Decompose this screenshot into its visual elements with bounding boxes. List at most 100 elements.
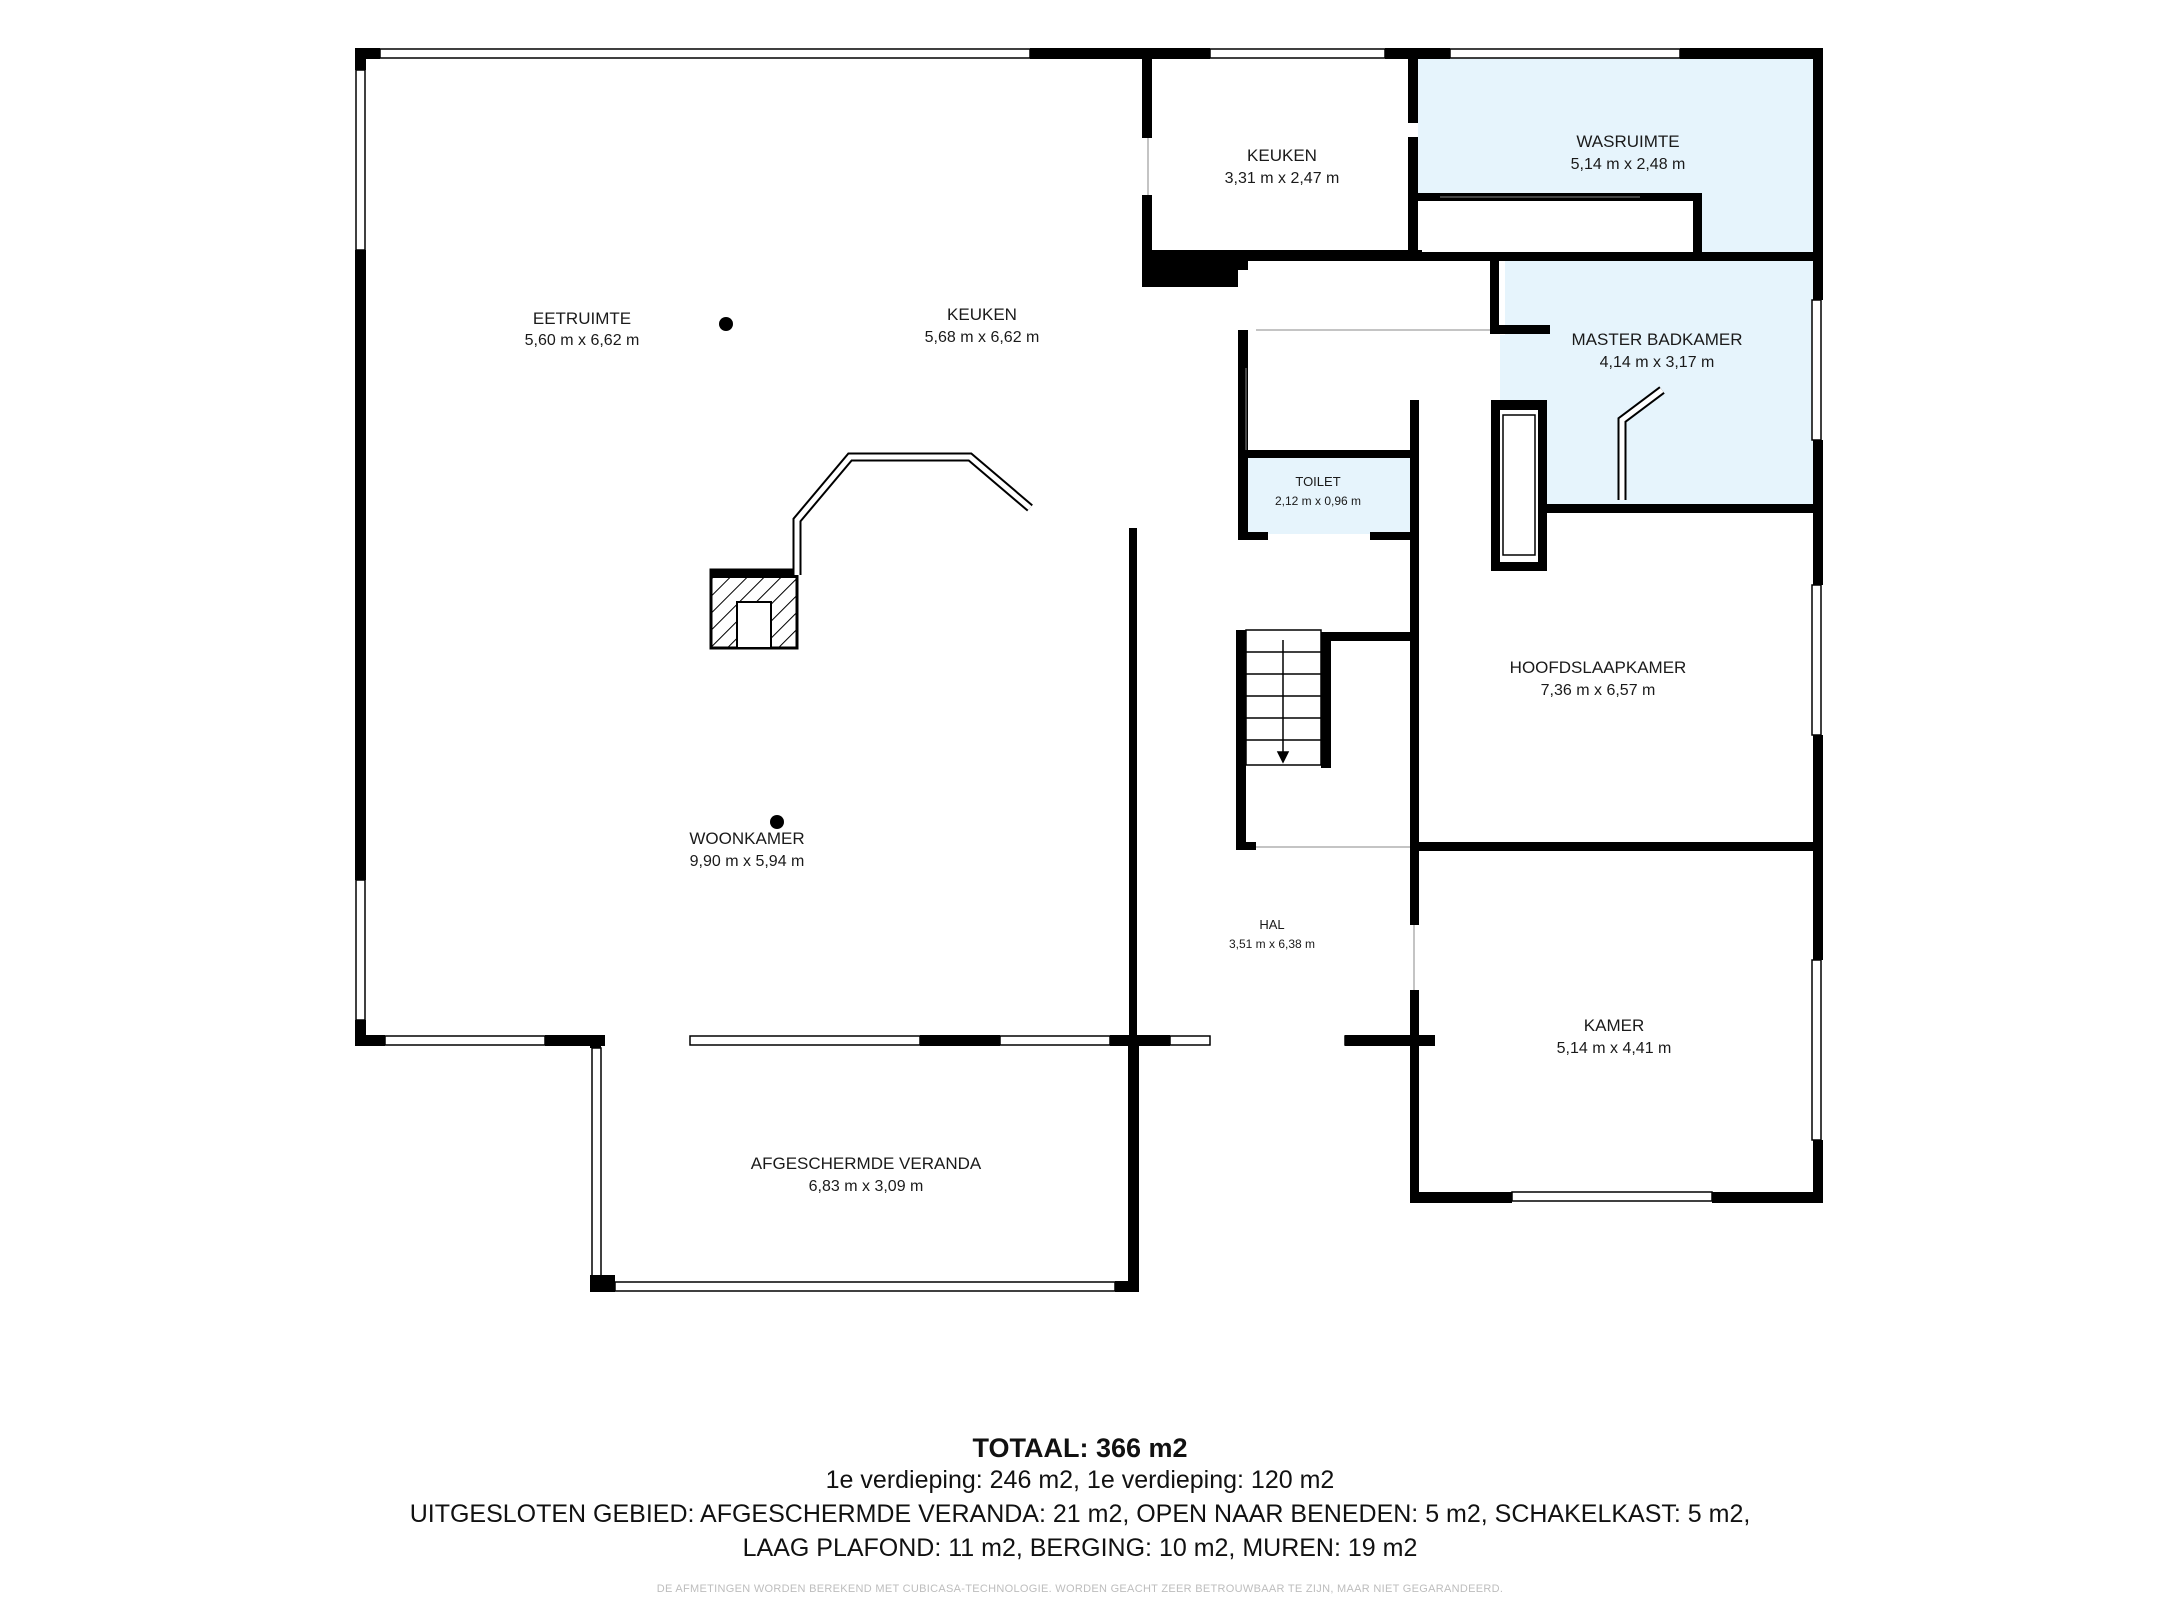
excluded-areas-line-1: UITGESLOTEN GEBIED: AFGESCHERMDE VERANDA… <box>409 1500 1751 1528</box>
fireplace-hearth <box>736 601 772 649</box>
room-labels: EETRUIMTE 5,60 m x 6,62 m KEUKEN 5,68 m … <box>525 132 1743 1195</box>
disclaimer: DE AFMETINGEN WORDEN BEREKEND MET CUBICA… <box>656 1583 1504 1595</box>
wall <box>1490 258 1499 333</box>
toilet-fill <box>1248 458 1416 534</box>
ceiling-light <box>719 317 733 331</box>
total-area: TOTAAL: 366 m2 <box>972 1433 1188 1463</box>
wall <box>1542 504 1822 513</box>
wall <box>1240 252 1820 261</box>
window <box>384 1035 546 1046</box>
window <box>1449 48 1681 59</box>
wall <box>355 1035 385 1046</box>
wall <box>355 250 366 880</box>
wall <box>1238 532 1268 540</box>
window <box>591 1047 602 1279</box>
ceiling-light <box>770 815 784 829</box>
wall <box>1693 193 1702 255</box>
wall <box>590 1040 601 1048</box>
room-dims-hal: 3,51 m x 6,38 m <box>1229 937 1315 951</box>
wall <box>1538 400 1547 570</box>
room-name-keuken-main: KEUKEN <box>947 305 1017 324</box>
room-name-hoofdslaapkamer: HOOFDSLAAPKAMER <box>1510 658 1687 677</box>
master-badkamer-fill <box>1500 260 1818 508</box>
room-name-hal: HAL <box>1259 917 1284 932</box>
wall <box>545 1035 605 1046</box>
wall <box>590 1275 615 1292</box>
wall <box>1321 636 1331 768</box>
room-name-master-badkamer: MASTER BADKAMER <box>1572 330 1743 349</box>
door-openings <box>1147 138 1640 990</box>
window <box>1811 959 1822 1141</box>
wall <box>1491 400 1500 570</box>
stairs-outline <box>1245 629 1322 766</box>
room-name-keuken-small: KEUKEN <box>1247 146 1317 165</box>
window <box>355 69 366 251</box>
wall <box>1712 1192 1823 1203</box>
wall <box>1408 58 1418 123</box>
wall <box>1410 1192 1512 1203</box>
wall <box>711 570 797 578</box>
kitchen-island-inner <box>794 454 1032 575</box>
window <box>1511 1191 1713 1202</box>
wall <box>1115 1281 1139 1292</box>
wasruimte-fill <box>1418 58 1818 253</box>
window <box>379 48 1031 59</box>
wall <box>1680 48 1823 59</box>
wall <box>1419 842 1821 851</box>
window <box>1209 48 1386 59</box>
wall <box>1236 630 1246 850</box>
window <box>614 1281 1116 1292</box>
wall <box>1490 325 1550 334</box>
wall <box>355 48 366 70</box>
room-dims-eetruimte: 5,60 m x 6,62 m <box>525 332 640 349</box>
window <box>689 1035 921 1046</box>
wall <box>1142 58 1152 138</box>
room-dims-keuken-small: 3,31 m x 2,47 m <box>1225 170 1340 187</box>
wall <box>1385 48 1450 59</box>
room-name-eetruimte: EETRUIMTE <box>533 309 631 328</box>
window <box>1169 1035 1211 1046</box>
room-name-kamer: KAMER <box>1584 1016 1644 1035</box>
window <box>999 1035 1111 1046</box>
wall <box>1813 48 1823 300</box>
wall <box>1410 990 1419 1200</box>
wall <box>355 48 380 59</box>
wall <box>1142 195 1152 255</box>
wet-room-fills <box>1248 58 1818 534</box>
wall <box>1345 1035 1435 1046</box>
wall <box>1129 528 1137 1048</box>
wall <box>1236 842 1256 850</box>
stairs <box>1245 629 1322 766</box>
floor-areas: 1e verdieping: 246 m2, 1e verdieping: 12… <box>825 1466 1335 1494</box>
wall <box>1410 540 1419 925</box>
wall <box>1370 532 1418 540</box>
room-dims-hoofdslaapkamer: 7,36 m x 6,57 m <box>1541 682 1656 699</box>
wall <box>1238 450 1418 458</box>
wall <box>920 1035 1000 1046</box>
room-dims-master-badkamer: 4,14 m x 3,17 m <box>1600 354 1715 371</box>
room-name-wasruimte: WASRUIMTE <box>1576 132 1679 151</box>
room-name-toilet: TOILET <box>1295 474 1340 489</box>
window <box>355 879 366 1021</box>
shower-fixture-inner <box>1619 388 1664 500</box>
window <box>1811 584 1822 736</box>
room-dims-wasruimte: 5,14 m x 2,48 m <box>1571 156 1686 173</box>
room-dims-veranda: 6,83 m x 3,09 m <box>809 1178 924 1195</box>
room-name-woonkamer: WOONKAMER <box>689 829 804 848</box>
wall <box>1410 400 1419 540</box>
window <box>1811 299 1822 441</box>
wall <box>1491 562 1547 571</box>
excluded-areas-line-2: LAAG PLAFOND: 11 m2, BERGING: 10 m2, MUR… <box>742 1534 1418 1562</box>
closet-rod <box>1502 414 1536 556</box>
wall <box>1030 48 1210 59</box>
room-dims-woonkamer: 9,90 m x 5,94 m <box>690 853 805 870</box>
wall <box>1321 632 1413 641</box>
room-dims-toilet: 2,12 m x 0,96 m <box>1275 494 1361 508</box>
stair-arrow-head <box>1276 751 1290 764</box>
wall <box>1491 400 1545 410</box>
room-name-veranda: AFGESCHERMDE VERANDA <box>751 1154 982 1173</box>
wall <box>1238 330 1248 535</box>
wall <box>355 1020 366 1046</box>
wall <box>1110 1035 1170 1046</box>
